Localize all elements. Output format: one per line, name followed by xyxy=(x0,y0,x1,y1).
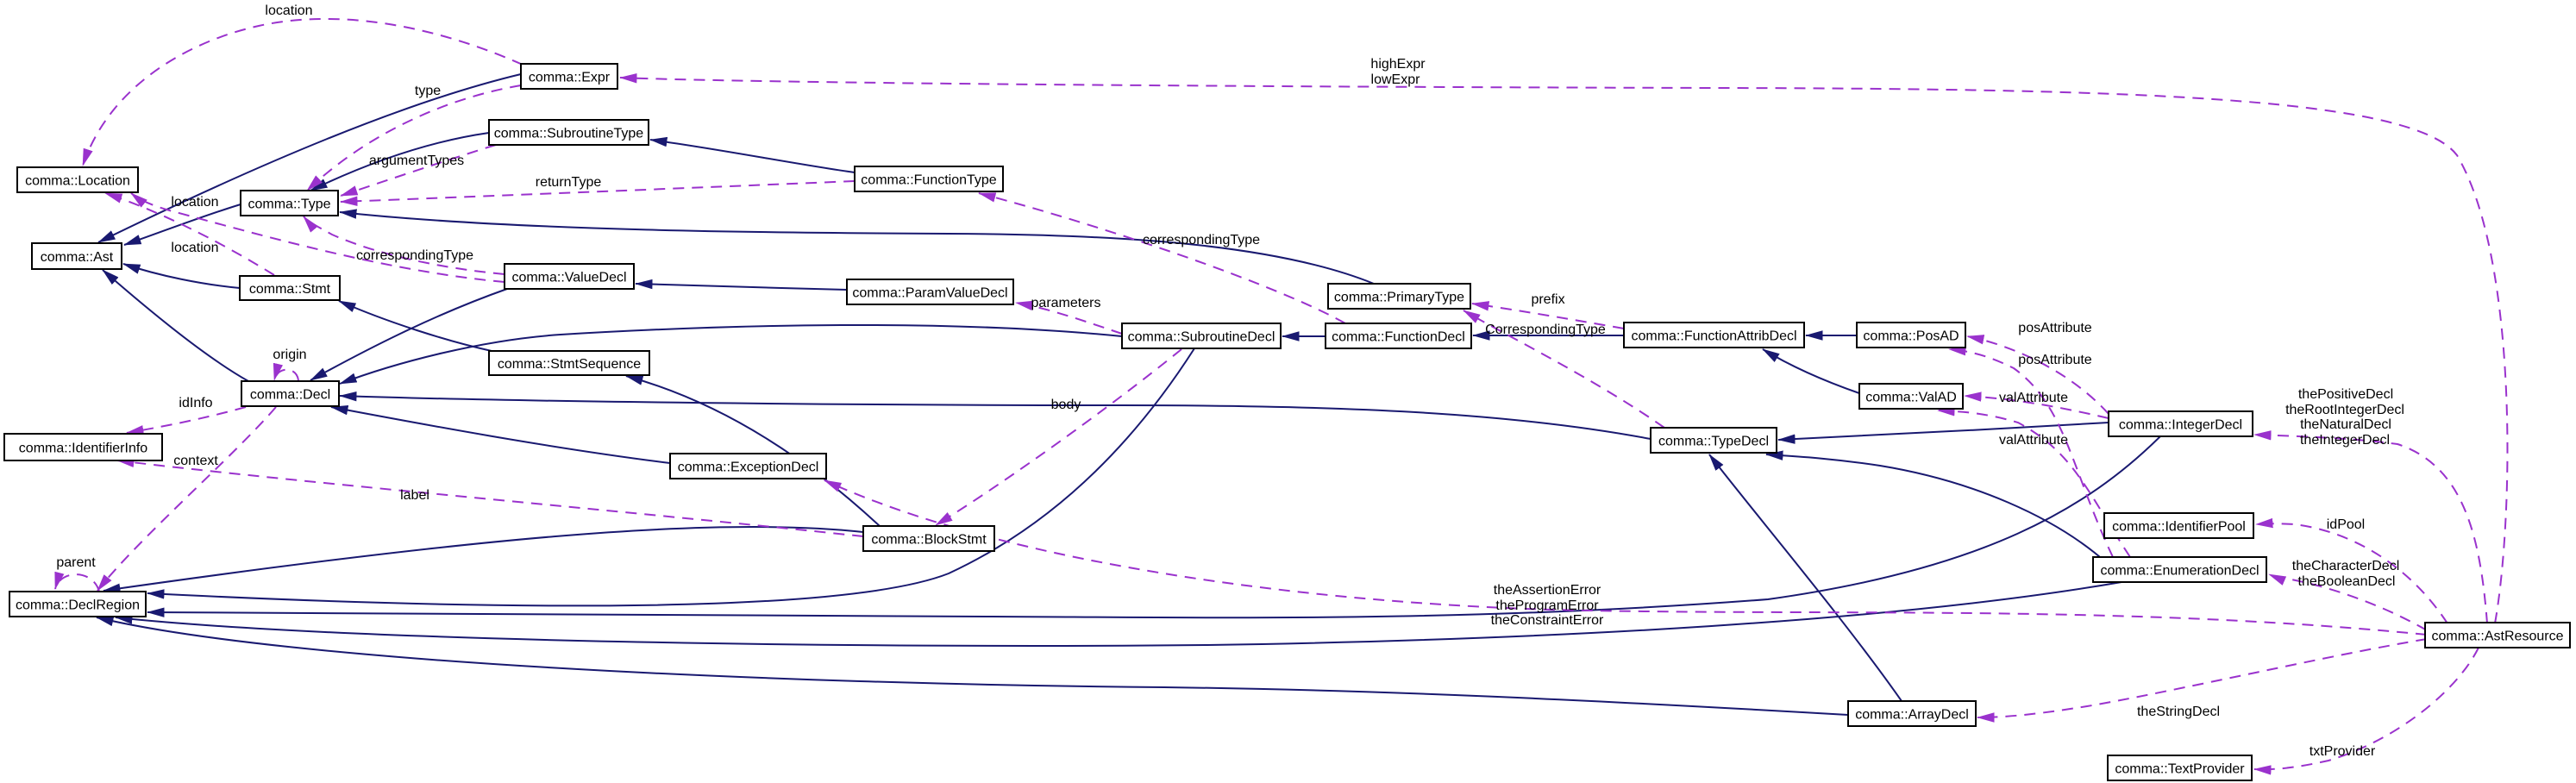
svg-text:theProgramError: theProgramError xyxy=(1495,598,1599,613)
svg-text:comma::Stmt: comma::Stmt xyxy=(249,282,331,297)
svg-text:location: location xyxy=(171,241,218,255)
svg-text:theAssertionError: theAssertionError xyxy=(1494,583,1601,598)
svg-text:comma::IdentifierInfo: comma::IdentifierInfo xyxy=(19,442,148,456)
svg-text:prefix: prefix xyxy=(1531,292,1564,307)
svg-text:comma::PosAD: comma::PosAD xyxy=(1863,329,1959,344)
svg-text:theConstraintError: theConstraintError xyxy=(1491,613,1604,628)
svg-text:idInfo: idInfo xyxy=(179,396,212,410)
svg-text:comma::Location: comma::Location xyxy=(25,174,130,189)
svg-text:theBooleanDecl: theBooleanDecl xyxy=(2298,574,2396,589)
svg-text:location: location xyxy=(171,195,218,210)
svg-text:comma::ParamValueDecl: comma::ParamValueDecl xyxy=(852,286,1007,301)
svg-text:comma::AstResource: comma::AstResource xyxy=(2432,630,2564,644)
svg-text:valAttribute: valAttribute xyxy=(1999,433,2068,448)
svg-text:comma::ExceptionDecl: comma::ExceptionDecl xyxy=(678,460,819,475)
svg-text:theNaturalDecl: theNaturalDecl xyxy=(2300,417,2391,432)
svg-text:comma::EnumerationDecl: comma::EnumerationDecl xyxy=(2100,564,2259,579)
svg-text:comma::Expr: comma::Expr xyxy=(529,71,611,85)
svg-text:CorrespondingType: CorrespondingType xyxy=(1485,323,1606,337)
svg-text:comma::SubroutineType: comma::SubroutineType xyxy=(494,127,644,141)
svg-text:posAttribute: posAttribute xyxy=(2018,353,2091,367)
svg-text:txtProvider: txtProvider xyxy=(2310,744,2376,759)
svg-text:correspondingType: correspondingType xyxy=(356,248,473,263)
svg-text:correspondingType: correspondingType xyxy=(1143,233,1260,247)
svg-text:comma::IdentifierPool: comma::IdentifierPool xyxy=(2112,520,2246,535)
svg-text:comma::SubroutineDecl: comma::SubroutineDecl xyxy=(1128,330,1275,345)
svg-text:location: location xyxy=(265,3,312,18)
svg-text:lowExpr: lowExpr xyxy=(1371,72,1421,87)
svg-text:comma::ArrayDecl: comma::ArrayDecl xyxy=(1855,708,1969,723)
svg-text:context: context xyxy=(173,454,218,468)
svg-text:comma::TextProvider: comma::TextProvider xyxy=(2115,762,2245,777)
svg-text:comma::BlockStmt: comma::BlockStmt xyxy=(871,533,987,548)
svg-text:comma::FunctionType: comma::FunctionType xyxy=(861,173,997,188)
svg-text:origin: origin xyxy=(273,348,306,362)
svg-text:comma::Ast: comma::Ast xyxy=(41,250,114,265)
svg-text:comma::Type: comma::Type xyxy=(248,197,330,212)
svg-text:posAttribute: posAttribute xyxy=(2018,321,2091,335)
svg-text:comma::FunctionAttribDecl: comma::FunctionAttribDecl xyxy=(1631,329,1796,344)
svg-text:comma::StmtSequence: comma::StmtSequence xyxy=(498,357,641,372)
svg-text:argumentTypes: argumentTypes xyxy=(369,153,464,168)
svg-text:returnType: returnType xyxy=(536,175,602,190)
svg-text:type: type xyxy=(415,84,441,98)
svg-text:comma::TypeDecl: comma::TypeDecl xyxy=(1658,435,1769,449)
svg-text:valAttribute: valAttribute xyxy=(1999,391,2068,405)
svg-text:theIntegerDecl: theIntegerDecl xyxy=(2300,433,2390,448)
svg-text:comma::DeclRegion: comma::DeclRegion xyxy=(16,598,140,613)
svg-text:comma::ValAD: comma::ValAD xyxy=(1865,391,1957,405)
svg-text:highExpr: highExpr xyxy=(1370,57,1426,72)
svg-text:parameters: parameters xyxy=(1031,296,1101,310)
svg-text:body: body xyxy=(1051,398,1081,412)
svg-text:idPool: idPool xyxy=(2327,517,2365,532)
svg-text:theStringDecl: theStringDecl xyxy=(2137,705,2220,719)
svg-text:comma::PrimaryType: comma::PrimaryType xyxy=(1334,291,1464,305)
svg-text:comma::Decl: comma::Decl xyxy=(250,388,330,403)
svg-text:theRootIntegerDecl: theRootIntegerDecl xyxy=(2285,403,2404,417)
svg-text:comma::IntegerDecl: comma::IntegerDecl xyxy=(2119,418,2242,433)
svg-text:label: label xyxy=(400,488,429,503)
svg-text:comma::FunctionDecl: comma::FunctionDecl xyxy=(1332,330,1465,345)
svg-text:thePositiveDecl: thePositiveDecl xyxy=(2298,387,2393,402)
svg-text:parent: parent xyxy=(56,555,96,570)
svg-text:theCharacterDecl: theCharacterDecl xyxy=(2292,559,2400,573)
svg-text:comma::ValueDecl: comma::ValueDecl xyxy=(511,271,626,285)
